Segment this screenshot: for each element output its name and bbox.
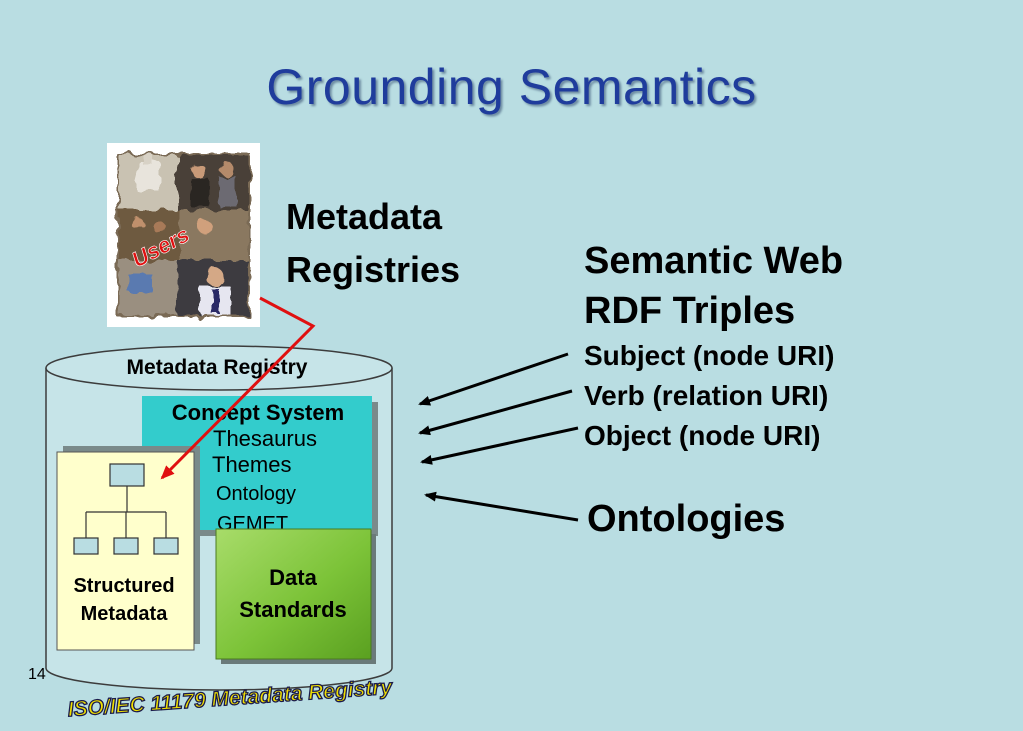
users-to-metadata-arrow [160,296,316,480]
subject-arrow [418,352,569,406]
triple-object: Object (node URI) [584,420,821,451]
metadata-registries-line2: Registries [286,249,461,290]
triple-verb: Verb (relation URI) [584,380,829,411]
concept-item-ontology: Ontology [216,483,296,505]
concept-item-themes: Themes [212,452,291,477]
org-chart-icon [73,463,179,555]
ontologies-arrow [424,491,579,522]
concept-system-title: Concept System [172,400,344,425]
semantic-web-heading: Semantic Web RDF Triples [584,236,843,336]
cylinder-label: Metadata Registry [127,356,308,379]
data-standards-line2: Standards [239,597,347,622]
metadata-registries-label: Metadata Registries [286,190,460,296]
object-arrow [420,426,579,465]
data-standards-box [215,528,372,660]
users-photo: Users [107,143,260,327]
triple-subject: Subject (node URI) [584,340,835,371]
page-number: 14 [28,666,46,683]
structured-metadata-line2: Metadata [81,603,169,625]
semantic-web-line1: Semantic Web [584,240,844,282]
semantic-web-line2: RDF Triples [584,290,796,332]
metadata-registries-line1: Metadata [286,196,443,237]
ontologies-label: Ontologies [587,498,786,540]
concept-item-thesaurus: Thesaurus [213,426,317,451]
cylinder-top [45,345,393,391]
data-standards-line1: Data [269,565,317,590]
structured-metadata-line1: Structured [73,575,174,597]
verb-arrow [418,389,573,436]
slide-title: Grounding Semantics [266,59,757,115]
